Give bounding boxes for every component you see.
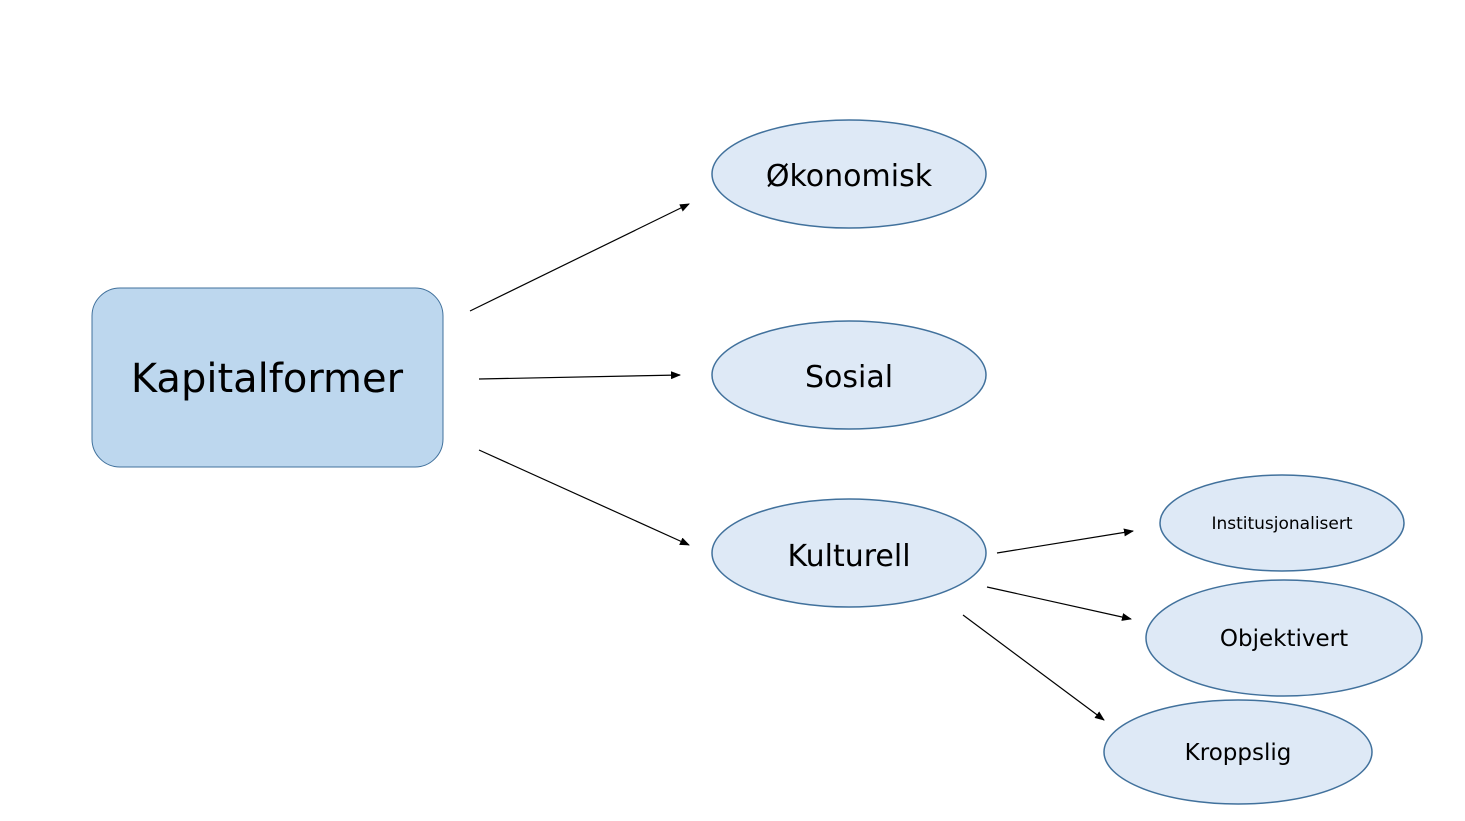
node-kulturell: Kulturell xyxy=(711,498,987,608)
node-objektivert: Objektivert xyxy=(1145,579,1423,697)
node-sosial: Sosial xyxy=(711,320,987,430)
arrow-kulturell-to-institusjonalisert xyxy=(996,528,1134,554)
node-institusjonalisert: Institusjonalisert xyxy=(1159,474,1405,572)
ellipse-institusjonalisert xyxy=(1159,474,1405,572)
label-sosial: Sosial xyxy=(805,360,893,395)
node-okonomisk: Økonomisk xyxy=(711,119,987,229)
ellipse-sosial xyxy=(711,320,987,430)
label-objektivert: Objektivert xyxy=(1220,626,1348,652)
arrow-root-to-sosial xyxy=(478,371,681,380)
label-institusjonalisert: Institusjonalisert xyxy=(1211,514,1352,534)
label-kulturell: Kulturell xyxy=(787,539,910,574)
ellipse-okonomisk xyxy=(711,119,987,229)
root-node: Kapitalformer xyxy=(91,287,444,468)
ellipse-kroppslig xyxy=(1103,699,1373,805)
arrow-root-to-kulturell xyxy=(478,449,690,546)
arrow-kulturell-to-kroppslig xyxy=(962,614,1105,721)
arrow-kulturell-to-objektivert xyxy=(986,586,1132,621)
node-kroppslig: Kroppslig xyxy=(1103,699,1373,805)
ellipse-objektivert xyxy=(1145,579,1423,697)
arrow-root-to-okonomisk xyxy=(469,203,690,312)
root-box xyxy=(91,287,444,468)
label-kroppslig: Kroppslig xyxy=(1185,740,1292,766)
label-okonomisk: Økonomisk xyxy=(766,159,933,194)
ellipse-kulturell xyxy=(711,498,987,608)
root-label: Kapitalformer xyxy=(131,356,404,402)
